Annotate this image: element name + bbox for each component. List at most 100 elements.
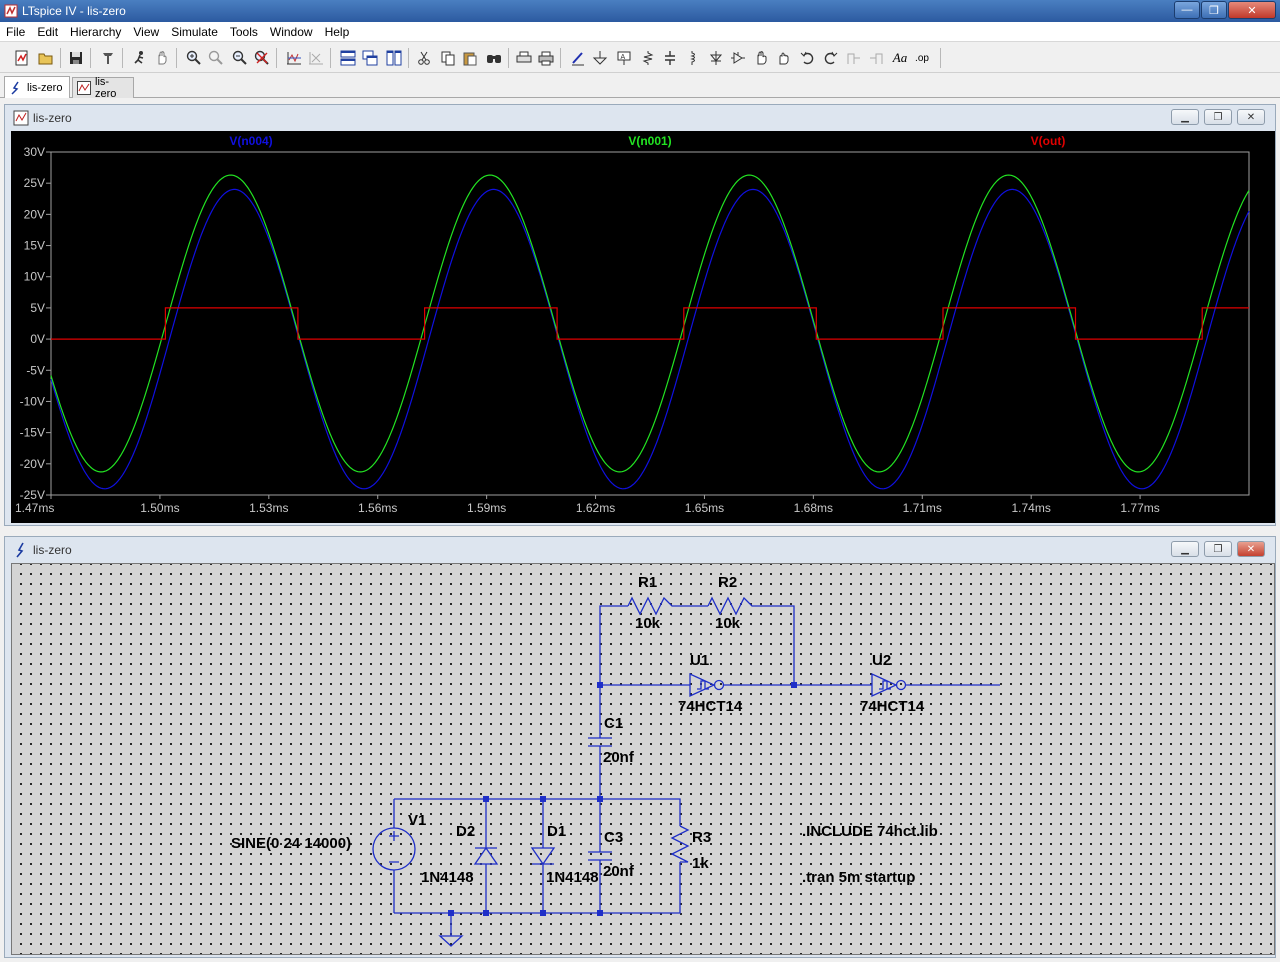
rotate-icon[interactable]	[844, 48, 864, 68]
y-tick-label: 5V	[30, 301, 45, 315]
minimize-button[interactable]: —	[1174, 1, 1200, 19]
waveform-close-button[interactable]: ✕	[1237, 109, 1265, 125]
x-tick-label: 1.71ms	[903, 501, 942, 515]
label-net-icon[interactable]: A	[614, 48, 634, 68]
draw-wire-icon[interactable]	[568, 48, 588, 68]
u2-ref-label[interactable]: U2	[872, 652, 892, 669]
tile-horizontal-icon[interactable]	[338, 48, 358, 68]
c1-ref-label[interactable]: C1	[604, 715, 624, 732]
c1-value-label[interactable]: 20nf	[603, 749, 634, 766]
capacitor-icon[interactable]	[660, 48, 680, 68]
d1-value-label[interactable]: 1N4148	[546, 869, 599, 886]
cascade-icon[interactable]	[360, 48, 380, 68]
r3-ref-label[interactable]: R3	[692, 829, 712, 846]
c3-value-label[interactable]: 20nf	[603, 863, 634, 880]
r2-ref-label[interactable]: R2	[718, 574, 738, 591]
schematic-window-title: lis-zero	[33, 543, 72, 557]
text-icon[interactable]: Aa	[892, 50, 908, 65]
schematic-window: lis-zero ▁ ❐ ✕	[4, 536, 1276, 958]
maximize-button[interactable]: ❐	[1201, 1, 1227, 19]
y-tick-label: 15V	[24, 239, 45, 253]
wire	[394, 862, 681, 914]
r3-value-label[interactable]: 1k	[692, 855, 709, 872]
schematic-drawing[interactable]	[12, 564, 1276, 956]
c3-ref-label[interactable]: C3	[604, 829, 624, 846]
window-title: LTspice IV - lis-zero	[22, 4, 126, 18]
menu-window[interactable]: Window	[269, 24, 313, 39]
mirror-icon[interactable]	[866, 48, 886, 68]
menu-hierarchy[interactable]: Hierarchy	[70, 24, 122, 39]
r2-value-label[interactable]: 10k	[715, 615, 741, 632]
save-icon[interactable]	[66, 48, 86, 68]
halt-icon[interactable]	[152, 48, 172, 68]
run-icon[interactable]	[130, 48, 150, 68]
v1-value-label[interactable]: SINE(0 24 14000)	[231, 835, 352, 852]
menu-help[interactable]: Help	[324, 24, 350, 39]
u1-ref-label[interactable]: U1	[690, 652, 710, 669]
menu-bar: File Edit Hierarchy View Simulate Tools …	[0, 22, 1280, 42]
print-icon[interactable]	[536, 48, 556, 68]
u1-value-label[interactable]: 74HCT14	[678, 698, 743, 715]
zoom-in-icon[interactable]	[184, 48, 204, 68]
document-tabs: lis-zero lis-zero	[0, 74, 1280, 100]
ground-icon[interactable]	[590, 48, 610, 68]
x-tick-label: 1.62ms	[576, 501, 615, 515]
print-preview-icon[interactable]	[514, 48, 534, 68]
control-panel-icon[interactable]	[98, 48, 118, 68]
zoom-box-icon[interactable]	[206, 48, 226, 68]
component-icon[interactable]	[728, 48, 748, 68]
v1-ref-label[interactable]: V1	[408, 812, 427, 829]
waveform-minimize-button[interactable]: ▁	[1171, 109, 1199, 125]
menu-edit[interactable]: Edit	[37, 24, 59, 39]
diode-icon[interactable]	[706, 48, 726, 68]
spice-directive-icon[interactable]: .op	[915, 52, 929, 64]
d1-ref-label[interactable]: D1	[547, 823, 567, 840]
tab-schematic[interactable]: lis-zero	[4, 76, 70, 98]
waveform-icon	[13, 110, 29, 126]
r1-ref-label[interactable]: R1	[638, 574, 658, 591]
delete-traces-icon[interactable]	[306, 48, 326, 68]
include-directive[interactable]: .INCLUDE 74hct.lib	[802, 823, 938, 840]
resistor-icon[interactable]	[638, 48, 658, 68]
waveform-plot[interactable]: 30V25V20V15V10V5V0V-5V-10V-15V-20V-25V1.…	[11, 131, 1275, 523]
menu-tools[interactable]: Tools	[229, 24, 258, 39]
y-tick-label: 25V	[24, 176, 45, 190]
zoom-out-icon[interactable]	[230, 48, 250, 68]
r1-value-label[interactable]: 10k	[635, 615, 661, 632]
tran-directive[interactable]: .tran 5m startup	[802, 869, 916, 886]
cut-icon[interactable]	[414, 48, 434, 68]
schematic-maximize-button[interactable]: ❐	[1204, 541, 1232, 557]
menu-simulate[interactable]: Simulate	[171, 24, 218, 39]
copy-icon[interactable]	[438, 48, 458, 68]
zoom-fit-icon[interactable]	[252, 48, 272, 68]
autorange-icon[interactable]	[284, 48, 304, 68]
x-tick-label: 1.47ms	[15, 501, 54, 515]
y-tick-label: -25V	[20, 488, 45, 502]
schematic-close-button[interactable]: ✕	[1237, 541, 1265, 557]
drag-icon[interactable]	[774, 48, 794, 68]
junction-dot	[791, 682, 797, 688]
menu-view[interactable]: View	[133, 24, 160, 39]
menu-file[interactable]: File	[6, 24, 26, 39]
new-schematic-icon[interactable]	[12, 48, 32, 68]
d2-value-label[interactable]: 1N4148	[421, 869, 474, 886]
close-button[interactable]: ✕	[1228, 1, 1276, 19]
inductor-icon[interactable]	[682, 48, 702, 68]
u2-value-label[interactable]: 74HCT14	[860, 698, 925, 715]
schematic-canvas[interactable]: R1 10k R2 10k U1 74HCT14 U2 74HCT14 C1 2…	[11, 563, 1275, 955]
move-icon[interactable]	[752, 48, 772, 68]
tab-label: lis-zero	[27, 81, 63, 94]
waveform-maximize-button[interactable]: ❐	[1204, 109, 1232, 125]
undo-icon[interactable]	[798, 48, 818, 68]
open-icon[interactable]	[36, 48, 56, 68]
schematic-minimize-button[interactable]: ▁	[1171, 541, 1199, 557]
tab-waveform[interactable]: lis-zero	[72, 76, 134, 100]
find-icon[interactable]	[484, 48, 504, 68]
junction-dot	[540, 796, 546, 802]
redo-icon[interactable]	[820, 48, 840, 68]
tile-vertical-icon[interactable]	[384, 48, 404, 68]
paste-icon[interactable]	[460, 48, 480, 68]
d2-ref-label[interactable]: D2	[456, 823, 476, 840]
close-icon: ✕	[1246, 111, 1256, 123]
